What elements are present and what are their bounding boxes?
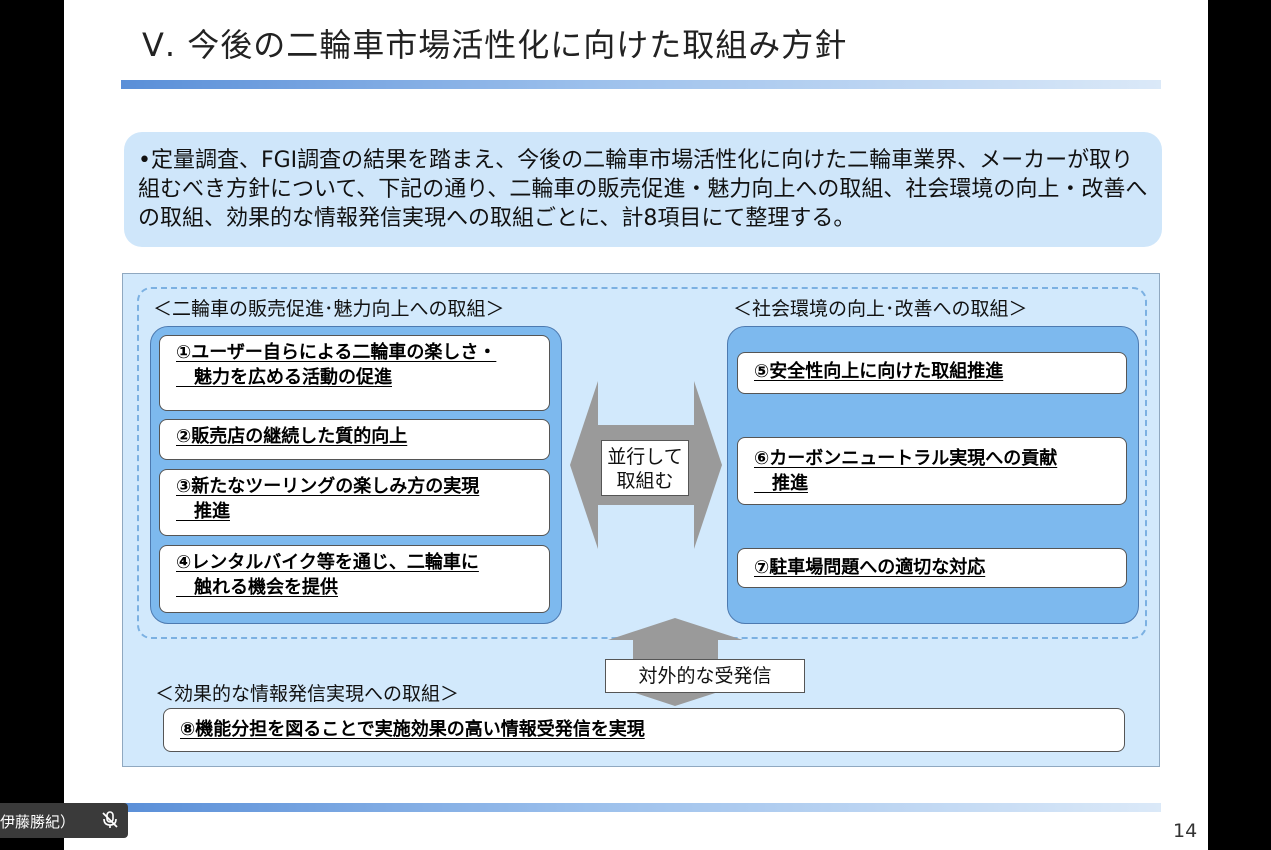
item-6: ⑥カーボンニュートラル実現への貢献 推進	[737, 437, 1127, 505]
item-5-text: ⑤安全性向上に向けた取組推進	[754, 361, 1004, 382]
item-4-text: ④レンタルバイク等を通じ、二輪車に 触れる機会を提供	[176, 552, 479, 598]
summary-box: •定量調査、FGI調査の結果を踏まえ、今後の二輪車市場活性化に向けた二輪車業界、…	[124, 132, 1162, 247]
item-1: ①ユーザー自らによる二輪車の楽しさ・ 魅力を広める活動の促進	[159, 335, 550, 411]
left-section-label: ＜二輪車の販売促進･魅力向上への取組＞	[153, 298, 505, 320]
participant-name: 伊藤勝紀）	[0, 813, 76, 831]
slide: Ⅴ. 今後の二輪車市場活性化に向けた取組み方針 •定量調査、FGI調査の結果を踏…	[64, 0, 1208, 850]
slide-title: Ⅴ. 今後の二輪車市場活性化に向けた取組み方針	[142, 26, 848, 64]
summary-text: •定量調査、FGI調査の結果を踏まえ、今後の二輪車市場活性化に向けた二輪車業界、…	[138, 148, 1148, 231]
right-group: ⑤安全性向上に向けた取組推進 ⑥カーボンニュートラル実現への貢献 推進 ⑦駐車場…	[727, 326, 1139, 624]
left-group: ①ユーザー自らによる二輪車の楽しさ・ 魅力を広める活動の促進 ②販売店の継続した…	[150, 326, 562, 624]
item-6-text: ⑥カーボンニュートラル実現への貢献 推進	[754, 448, 1058, 494]
participant-tile[interactable]: 伊藤勝紀）	[0, 803, 128, 838]
title-underline-bar	[121, 80, 1161, 89]
item-2-text: ②販売店の継続した質的向上	[176, 426, 408, 447]
mic-muted-icon[interactable]	[100, 810, 120, 830]
page-number: 14	[1173, 820, 1198, 842]
external-communication-label: 対外的な受発信	[605, 659, 805, 693]
footer-bar	[121, 803, 1161, 812]
item-8: ⑧機能分担を図ることで実施効果の高い情報受発信を実現	[163, 708, 1125, 752]
strategy-diagram: ＜二輪車の販売促進･魅力向上への取組＞ ＜社会環境の向上･改善への取組＞ ①ユー…	[122, 273, 1160, 767]
item-7-text: ⑦駐車場問題への適切な対応	[754, 557, 986, 578]
item-2: ②販売店の継続した質的向上	[159, 419, 550, 460]
item-5: ⑤安全性向上に向けた取組推進	[737, 352, 1127, 394]
item-8-text: ⑧機能分担を図ることで実施効果の高い情報受発信を実現	[180, 719, 645, 740]
item-3-text: ③新たなツーリングの楽しみ方の実現 推進	[176, 476, 480, 522]
parallel-label: 並行して 取組む	[601, 440, 689, 496]
bottom-section-label: ＜効果的な情報発信実現への取組＞	[155, 683, 460, 705]
item-3: ③新たなツーリングの楽しみ方の実現 推進	[159, 469, 550, 536]
item-4: ④レンタルバイク等を通じ、二輪車に 触れる機会を提供	[159, 545, 550, 613]
item-1-text: ①ユーザー自らによる二輪車の楽しさ・ 魅力を広める活動の促進	[176, 342, 497, 388]
item-7: ⑦駐車場問題への適切な対応	[737, 548, 1127, 588]
right-section-label: ＜社会環境の向上･改善への取組＞	[733, 298, 1028, 320]
